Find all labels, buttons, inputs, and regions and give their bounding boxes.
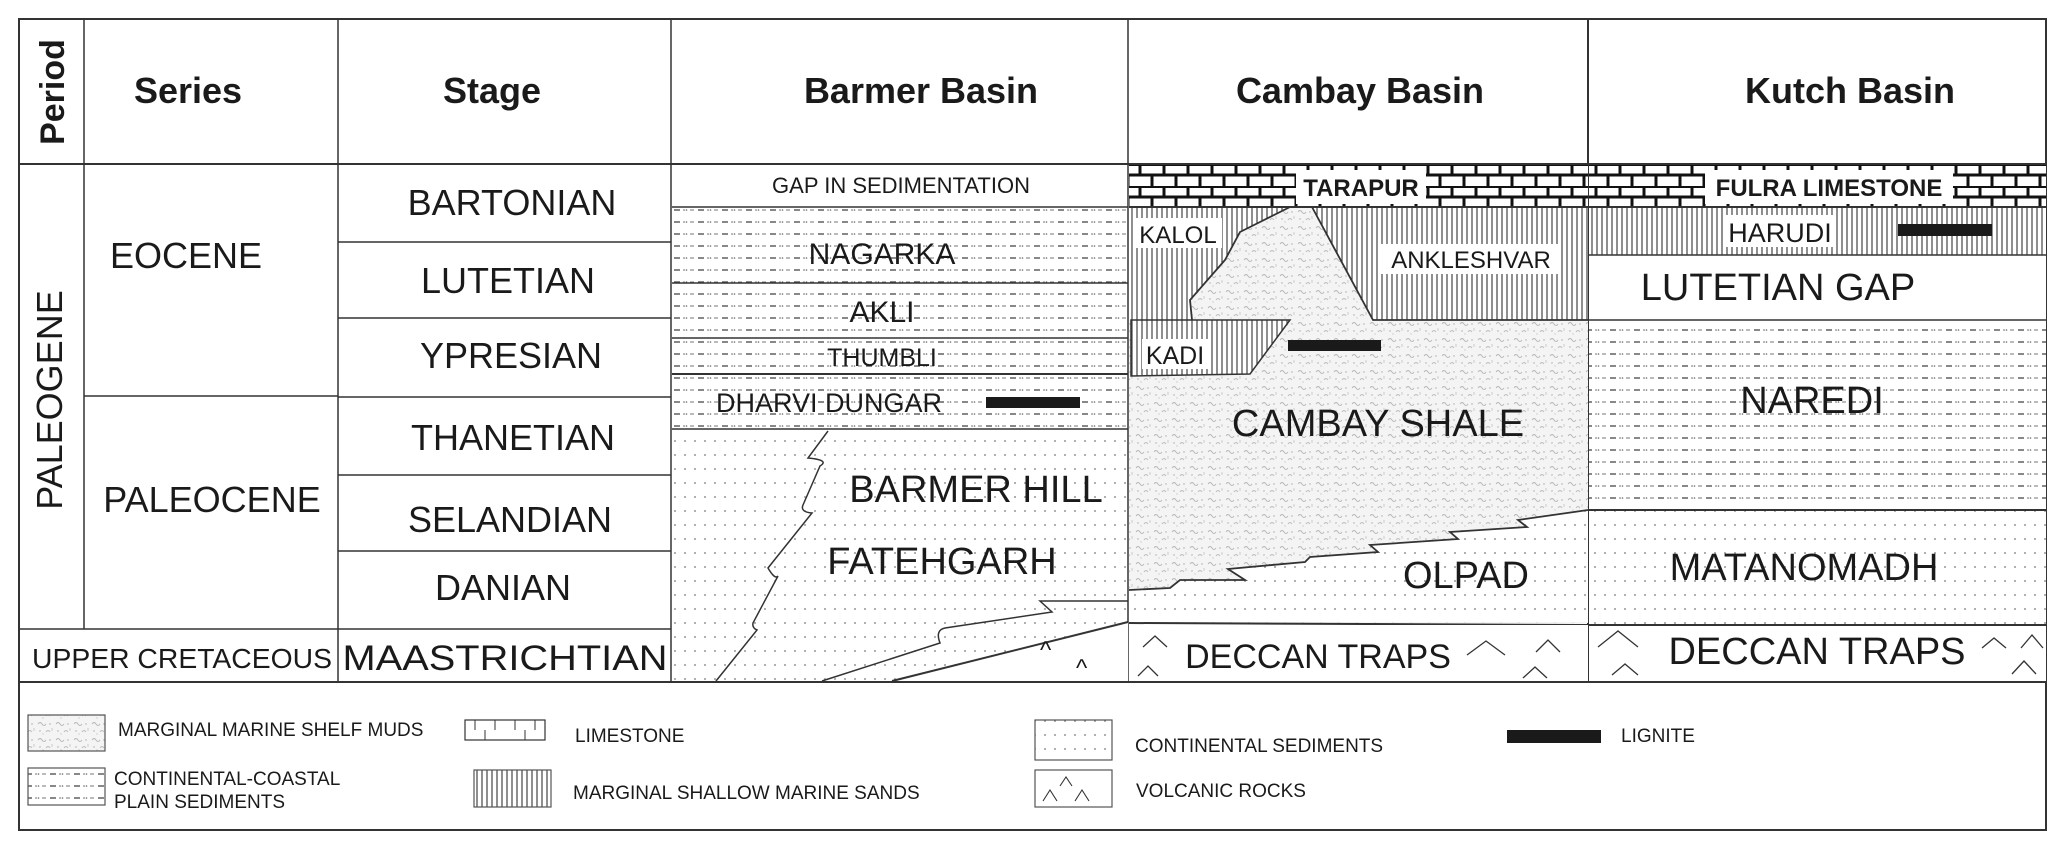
barmer-thumbli-unit [672, 338, 1127, 374]
kutch-matanomadh-unit [1589, 510, 2046, 625]
legend-item-volcanic-rocks: VOLCANIC ROCKS [1034, 769, 1306, 808]
kutch-lignite-bed [1898, 224, 1992, 236]
stage-selandian: SELANDIAN [408, 499, 612, 540]
kutch-lutetian-gap-label: LUTETIAN GAP [1641, 267, 1916, 309]
header-period: Period [34, 39, 72, 145]
cambay-kalol-label: KALOL [1139, 222, 1216, 249]
stage-rows: BARTONIAN LUTETIAN YPRESIAN THANETIAN SE… [338, 182, 671, 678]
barmer-nagarka-unit [672, 207, 1127, 283]
legend-label-lignite: LIGNITE [1621, 726, 1695, 747]
barmer-facies-boundary [715, 430, 829, 682]
barmer-volcanic-mark: ^ [1076, 655, 1088, 682]
limestone-swatch [464, 719, 546, 741]
barmer-dharvi-dungar-label: DHARVI DUNGAR [716, 388, 942, 418]
cambay-shale-label: CAMBAY SHALE [1232, 403, 1524, 445]
cambay-tarapur-label: TARAPUR [1303, 175, 1419, 202]
legend-label-shallow-marine-sands: MARGINAL SHALLOW MARINE SANDS [573, 783, 920, 804]
legend-label-shelf-muds: MARGINAL MARINE SHELF MUDS [118, 720, 423, 741]
barmer-thumbli-label: THUMBLI [827, 344, 937, 372]
cambay-olpad-label: OLPAD [1403, 555, 1529, 597]
lignite-swatch [1507, 730, 1601, 743]
kutch-matanomadh-label: MATANOMADH [1670, 547, 1939, 589]
header-stage: Stage [443, 70, 541, 111]
barmer-akli-label: AKLI [849, 296, 914, 329]
cambay-deccan-traps-unit [1129, 625, 1588, 681]
barmer-fatehgarh-base [821, 600, 1128, 682]
legend-item-coastal-plain: CONTINENTAL-COASTAL PLAIN SEDIMENTS [27, 767, 340, 813]
volcanic-icon [1042, 776, 1090, 802]
barmer-gap-unit [672, 165, 1127, 207]
kutch-harudi-label: HARUDI [1728, 218, 1832, 248]
barmer-fatehgarh-label: FATEHGARH [827, 541, 1056, 583]
period-paleogene: PALEOGENE [29, 290, 70, 509]
cambay-deccan-traps-label: DECCAN TRAPS [1185, 638, 1451, 676]
series-eocene: EOCENE [110, 235, 262, 276]
legend-label-coastal-plain-1: CONTINENTAL-COASTAL [114, 769, 340, 790]
volcanic-rocks-swatch [1034, 769, 1113, 808]
barmer-volcanic-top [891, 621, 1129, 682]
kutch-naredi-unit [1589, 320, 2046, 510]
stage-bartonian: BARTONIAN [408, 182, 617, 223]
legend-label-volcanic-rocks: VOLCANIC ROCKS [1136, 781, 1306, 802]
legend-label-limestone: LIMESTONE [575, 726, 684, 747]
stage-lutetian: LUTETIAN [421, 260, 595, 301]
barmer-lower-unit [672, 429, 1127, 681]
stage-maastrichtian: MAASTRICHTIAN [343, 639, 668, 678]
legend-item-shelf-muds: MARGINAL MARINE SHELF MUDS [27, 714, 423, 752]
legend: MARGINAL MARINE SHELF MUDS LIMESTONE CON… [27, 714, 1695, 813]
kutch-naredi-label: NAREDI [1740, 380, 1884, 422]
stage-danian: DANIAN [435, 567, 571, 608]
cambay-olpad-top [1128, 509, 1589, 591]
cambay-olpad-unit [1129, 510, 1588, 622]
header-kutch-basin: Kutch Basin [1745, 70, 1955, 111]
legend-label-coastal-plain-2: PLAIN SEDIMENTS [114, 792, 285, 813]
legend-item-lignite: LIGNITE [1507, 726, 1695, 747]
barmer-basin-column: ^ ^ GAP IN SEDIMENTATION NAGARKA AKLI TH… [672, 165, 1129, 682]
stage-ypresian: YPRESIAN [420, 335, 602, 376]
legend-item-continental-sediments: CONTINENTAL SEDIMENTS [1034, 719, 1383, 761]
legend-item-limestone: LIMESTONE [464, 719, 684, 747]
coastal-plain-swatch [27, 767, 106, 806]
header-series: Series [134, 70, 242, 111]
continental-sediments-swatch [1034, 719, 1113, 761]
cambay-volcanic-marks [1137, 635, 1561, 679]
shelf-muds-swatch [27, 714, 106, 752]
cambay-lignite-bed [1288, 340, 1381, 351]
kutch-lutetian-gap-unit [1589, 255, 2046, 320]
time-columns: PALEOGENE UPPER CRETACEOUS EOCENE PALEOC… [19, 182, 2046, 683]
cambay-tarapur-label-bg [1296, 170, 1426, 204]
cambay-ankleshvar-label: ANKLESHVAR [1391, 247, 1551, 274]
series-paleocene: PALEOCENE [103, 479, 320, 520]
legend-label-continental-sediments: CONTINENTAL SEDIMENTS [1135, 736, 1383, 757]
kutch-deccan-traps-label: DECCAN TRAPS [1668, 631, 1965, 673]
kutch-fulra-limestone-label: FULRA LIMESTONE [1716, 175, 1943, 202]
header-cambay-basin: Cambay Basin [1236, 70, 1484, 111]
barmer-akli-unit [672, 283, 1127, 338]
legend-item-shallow-marine-sands: MARGINAL SHALLOW MARINE SANDS [473, 769, 920, 808]
barmer-lignite-bed [986, 397, 1080, 408]
period-upper-cretaceous: UPPER CRETACEOUS [32, 643, 332, 674]
cambay-kadi-label: KADI [1146, 342, 1204, 370]
stage-thanetian: THANETIAN [411, 417, 615, 458]
header-barmer-basin: Barmer Basin [804, 70, 1038, 111]
cambay-basin-column: TARAPUR KALOL ANKLESHVAR KADI CAMBAY SHA… [1128, 165, 1589, 681]
header-row: Period Series Stage Barmer Basin Cambay … [19, 19, 2046, 682]
shallow-marine-sands-swatch [473, 769, 552, 808]
barmer-hill-label: BARMER HILL [849, 469, 1102, 511]
barmer-nagarka-label: NAGARKA [809, 238, 956, 271]
kutch-basin-column: FULRA LIMESTONE HARUDI LUTETIAN GAP NARE… [1589, 165, 2046, 681]
kutch-volcanic-marks [1597, 630, 2044, 676]
kutch-deccan-traps-unit [1589, 625, 2046, 681]
barmer-gap-label: GAP IN SEDIMENTATION [772, 173, 1030, 198]
barmer-volcanic-mark: ^ [1040, 637, 1052, 664]
